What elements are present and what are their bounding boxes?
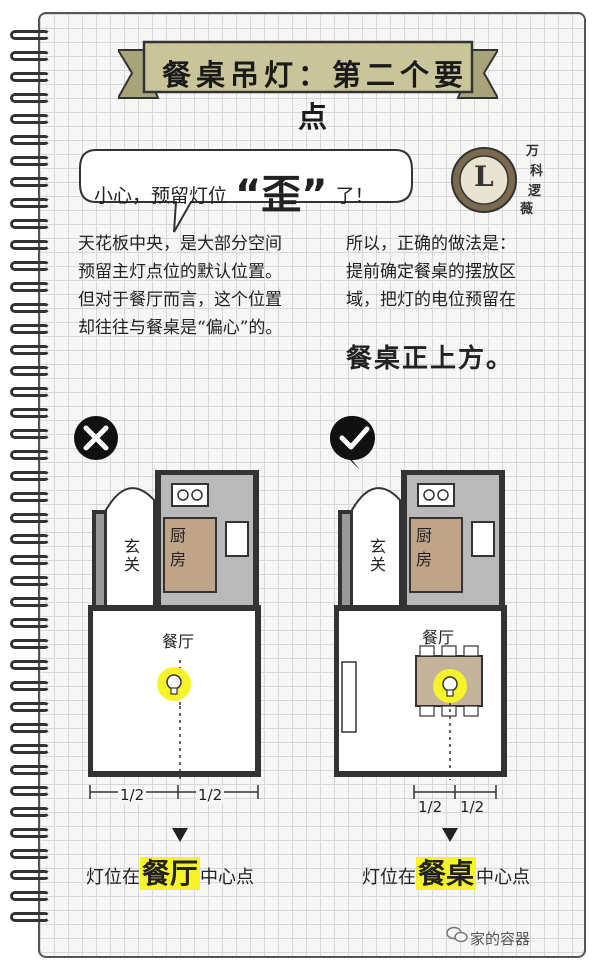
- cross-icon: [74, 416, 118, 460]
- binding-ring: [10, 534, 50, 544]
- logo-badge: [451, 147, 517, 213]
- lightbulb-icon: [157, 667, 191, 701]
- caption-post: 中心点: [476, 867, 531, 888]
- spiral-binding: [10, 30, 56, 930]
- chat-icon: [446, 926, 468, 943]
- dimension-line: [89, 785, 259, 799]
- binding-ring: [10, 660, 50, 670]
- binding-ring: [10, 744, 50, 754]
- dining-label: 餐厅: [422, 628, 455, 647]
- caption-pre: 灯位在: [86, 867, 140, 888]
- binding-ring: [10, 135, 50, 145]
- binding-ring: [10, 807, 50, 817]
- binding-ring: [10, 30, 50, 40]
- bubble-emphasis: “歪”: [235, 172, 328, 218]
- bubble-pre: 小心，预留灯位: [94, 185, 228, 207]
- binding-ring: [10, 849, 50, 859]
- binding-ring: [10, 177, 50, 187]
- binding-ring: [10, 492, 50, 502]
- binding-ring: [10, 513, 50, 523]
- binding-ring: [10, 870, 50, 880]
- entry-label: 玄关: [367, 538, 386, 574]
- badge-char: 薇: [520, 202, 534, 217]
- dimension-label: 1/2: [196, 786, 225, 804]
- brand-text: 家的容器: [470, 930, 531, 948]
- binding-ring: [10, 702, 50, 712]
- binding-ring: [10, 429, 50, 439]
- binding-ring: [10, 891, 50, 901]
- dimension-label: 1/2: [418, 798, 443, 816]
- title-banner: [118, 40, 498, 99]
- binding-ring: [10, 681, 50, 691]
- binding-ring: [10, 282, 50, 292]
- binding-ring: [10, 198, 50, 208]
- caption-wrong: 灯位在餐厅中心点: [86, 852, 254, 892]
- caption-pre: 灯位在: [362, 867, 416, 888]
- badge-letter: L: [474, 160, 494, 193]
- badge-char: 万: [526, 144, 540, 159]
- binding-ring: [10, 303, 50, 313]
- binding-ring: [10, 156, 50, 166]
- binding-ring: [10, 555, 50, 565]
- binding-ring: [10, 261, 50, 271]
- arrow-down-icon: [442, 828, 458, 842]
- binding-ring: [10, 366, 50, 376]
- binding-ring: [10, 576, 50, 586]
- binding-ring: [10, 387, 50, 397]
- speech-bubble: [79, 149, 413, 233]
- entry-label: 玄关: [121, 538, 140, 574]
- bubble-text: 小心，预留灯位 “歪” 了！: [94, 162, 374, 220]
- floor-plan-wrong: [88, 470, 261, 780]
- dimension-label: 1/2: [118, 786, 147, 804]
- binding-ring: [10, 114, 50, 124]
- lightbulb-icon: [433, 669, 467, 703]
- binding-ring: [10, 51, 50, 61]
- binding-ring: [10, 450, 50, 460]
- arrow-down-icon: [172, 828, 188, 842]
- binding-ring: [10, 639, 50, 649]
- page-title: 餐桌吊灯：第二个要点: [161, 58, 468, 134]
- caption-post: 中心点: [200, 867, 255, 888]
- binding-ring: [10, 912, 50, 922]
- dimension-line: [413, 785, 497, 799]
- binding-ring: [10, 723, 50, 733]
- badge-char: 逻: [528, 184, 542, 199]
- binding-ring: [10, 219, 50, 229]
- dimension-label: 1/2: [460, 798, 485, 816]
- binding-ring: [10, 408, 50, 418]
- badge-char: 科: [530, 164, 544, 179]
- dining-label: 餐厅: [162, 632, 195, 651]
- binding-ring: [10, 618, 50, 628]
- binding-ring: [10, 72, 50, 82]
- binding-ring: [10, 828, 50, 838]
- binding-ring: [10, 240, 50, 250]
- binding-ring: [10, 93, 50, 103]
- kitchen-label: 厨房: [416, 526, 433, 569]
- check-icon: [330, 415, 375, 470]
- right-explanation: 所以，正确的做法是：提前确定餐桌的摆放区域，把灯的电位预留在: [346, 234, 516, 310]
- binding-ring: [10, 471, 50, 481]
- right-emphasis: 餐桌正上方。: [346, 344, 515, 374]
- caption-highlight: 餐厅: [140, 857, 201, 890]
- caption-highlight: 餐桌: [416, 857, 477, 890]
- caption-right: 灯位在餐桌中心点: [362, 852, 530, 892]
- binding-ring: [10, 597, 50, 607]
- binding-ring: [10, 324, 50, 334]
- binding-ring: [10, 345, 50, 355]
- binding-ring: [10, 786, 50, 796]
- kitchen-label: 厨房: [170, 526, 187, 569]
- left-explanation: 天花板中央，是大部分空间预留主灯点位的默认位置。但对于餐厅而言，这个位置却往往与…: [78, 234, 283, 338]
- bubble-post: 了！: [335, 185, 374, 207]
- binding-ring: [10, 765, 50, 775]
